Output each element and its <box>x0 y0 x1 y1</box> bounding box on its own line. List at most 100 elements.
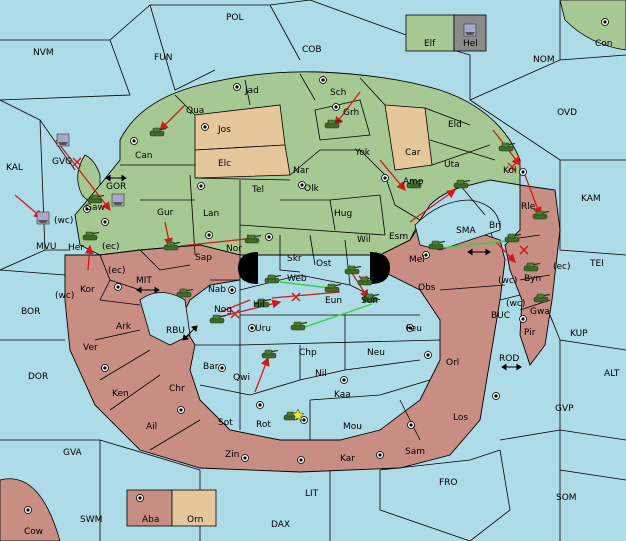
label-neu: Neu <box>367 348 385 358</box>
label-zin: Zin <box>225 450 239 460</box>
label-ovd: OVD <box>557 108 577 118</box>
label-lit: LIT <box>305 489 319 499</box>
label-gwa: Gwa <box>530 307 550 317</box>
label-fro: FRO <box>439 478 458 488</box>
label-fun: FUN <box>154 53 173 63</box>
label-wc2: (wc) <box>55 291 74 301</box>
label-mou: Mou <box>343 422 362 432</box>
label-tel: Tel <box>251 185 264 195</box>
label-ec2: (ec) <box>108 266 126 276</box>
label-jos: Jos <box>217 125 231 135</box>
label-uru: Uru <box>255 324 271 334</box>
label-sun: Sun <box>361 296 378 306</box>
label-rot: Rot <box>256 420 271 430</box>
label-wc3: (wc) <box>498 276 517 286</box>
label-kor: Kor <box>80 285 95 295</box>
label-aba: Aba <box>142 515 159 525</box>
label-yok: Yok <box>354 148 371 158</box>
label-rle: Rle <box>521 202 536 212</box>
label-pir: Pir <box>524 328 536 338</box>
label-swm: SWM <box>80 515 102 525</box>
label-wc4: (wc) <box>506 299 525 309</box>
label-wil: Wil <box>357 235 371 245</box>
orn-territory <box>171 489 217 527</box>
label-buc: BUC <box>491 311 510 321</box>
tunnel-west <box>238 252 258 284</box>
capital-star-icon <box>291 408 305 421</box>
label-web: Web <box>287 274 307 284</box>
label-sam: Sam <box>405 447 425 457</box>
label-bar: Bar <box>203 362 219 372</box>
label-los: Los <box>453 413 468 423</box>
elc-territory <box>194 144 291 179</box>
label-kal: KAL <box>6 163 23 173</box>
label-kar: Kar <box>340 454 355 464</box>
tunnel-east <box>370 252 390 284</box>
label-som: SOM <box>556 493 577 503</box>
label-gor: GOR <box>106 182 126 192</box>
label-sch: Sch <box>330 88 346 98</box>
label-hug: Hug <box>334 209 352 219</box>
label-con: Con <box>595 39 613 49</box>
label-pol: POL <box>226 13 244 23</box>
label-sot: Sot <box>218 418 233 428</box>
label-gvg: GVG <box>52 157 72 167</box>
label-nil: Nil <box>315 369 327 379</box>
label-tei: TEI <box>589 259 604 269</box>
label-ost: Ost <box>316 259 332 269</box>
label-chr: Chr <box>169 384 185 394</box>
label-eld: Eld <box>448 120 462 130</box>
sea-routes <box>105 174 522 371</box>
label-jad: Jad <box>244 86 259 96</box>
label-ec3: (ec) <box>553 262 571 272</box>
label-dax: DAX <box>271 520 290 530</box>
label-ec1: (ec) <box>102 242 120 252</box>
red-east-wing <box>504 184 561 366</box>
label-can: Can <box>135 151 153 161</box>
label-nor: Nor <box>226 244 242 254</box>
label-lan: Lan <box>203 209 219 219</box>
label-gvp: GVP <box>555 404 574 414</box>
label-wc1: (wc) <box>54 216 73 226</box>
label-hel: Hel <box>463 39 478 49</box>
red-labels: Her (ec) Kor (wc) (ec) Nab Ark Nog Hil S… <box>55 202 571 464</box>
label-qwi: Qwi <box>233 373 250 383</box>
label-elf: Elf <box>424 39 436 49</box>
red-landmass <box>64 214 506 473</box>
label-kaa: Kaa <box>334 390 351 400</box>
label-nab: Nab <box>208 285 226 295</box>
label-elc: Elc <box>218 159 231 169</box>
supply-centers <box>24 18 609 514</box>
label-nvm: NVM <box>33 48 54 58</box>
label-mit: MIT <box>136 276 152 286</box>
label-esm: Esm <box>389 232 408 242</box>
label-orn: Orn <box>187 515 203 525</box>
label-alt: ALT <box>604 369 620 379</box>
rbu-inner-sea <box>139 292 191 346</box>
label-orl: Orl <box>446 358 459 368</box>
label-skr: Skr <box>287 254 302 264</box>
label-sap: Sap <box>195 253 212 263</box>
label-mel: Mel <box>409 255 425 265</box>
label-ver: Ver <box>83 343 98 353</box>
label-sma: SMA <box>456 226 476 236</box>
label-kam: KAM <box>581 194 601 204</box>
label-gur: Gur <box>157 208 174 218</box>
label-rbu: RBU <box>166 326 185 336</box>
green-labels: Jad Sch Qua Jos Grh Car Eld Can Elc Nar … <box>36 86 516 306</box>
label-bri: Bri <box>489 221 501 231</box>
label-chp: Chp <box>299 348 317 358</box>
label-mvu: MVU <box>36 242 57 252</box>
label-cob: COB <box>302 45 322 55</box>
label-obs: Obs <box>418 283 436 293</box>
label-uta: Uta <box>444 160 460 170</box>
label-her: Her <box>68 243 84 253</box>
elf-territory <box>405 14 455 52</box>
label-dor: DOR <box>28 372 48 382</box>
label-byn: Byn <box>524 274 541 284</box>
label-ken: Ken <box>112 389 129 399</box>
support-orders <box>279 240 507 331</box>
label-gaw: Gaw <box>85 203 105 213</box>
label-ark: Ark <box>116 322 132 332</box>
